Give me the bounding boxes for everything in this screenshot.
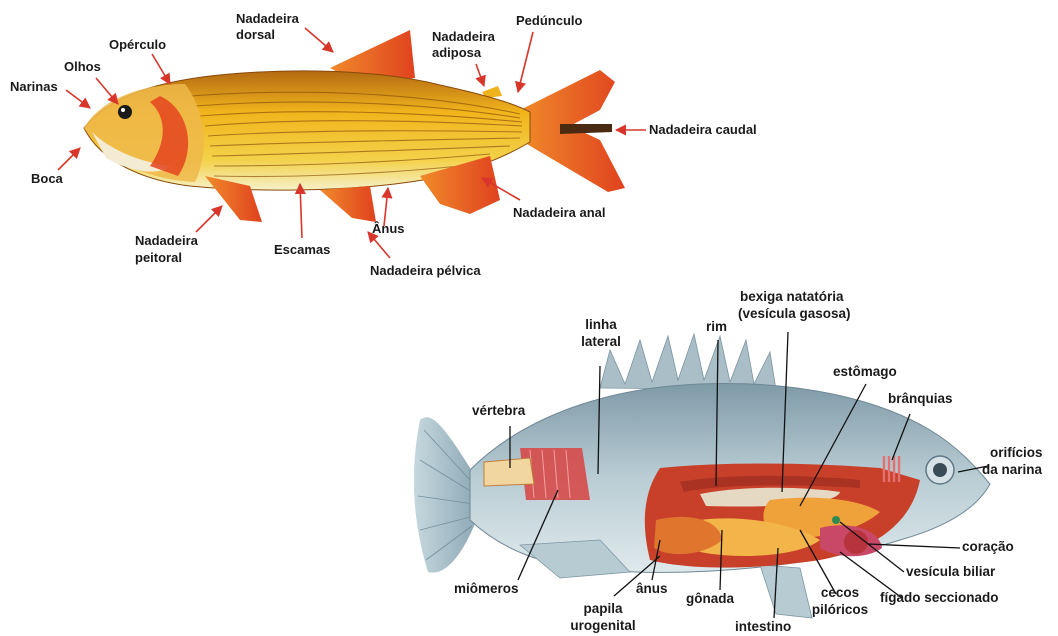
label-lateral-line-2: lateral (574, 335, 628, 350)
eye (118, 105, 132, 119)
label-peduncle: Pedúnculo (516, 14, 582, 28)
label-dorsal-fin-1: Nadadeira (236, 12, 299, 26)
label-pectoral-fin-1: Nadadeira (135, 234, 198, 248)
label-urogenital-1: papila (560, 602, 646, 617)
label-lateral-line-1: linha (574, 318, 628, 333)
label-pyloric-caeca-1: cecos (808, 586, 872, 601)
label-escamas: Escamas (274, 243, 330, 257)
label-anus: Ânus (372, 222, 405, 236)
label-operculo: Opérculo (109, 38, 166, 52)
label-vertebra: vértebra (472, 404, 525, 419)
external-fish (58, 28, 646, 258)
label-anus-internal: ânus (636, 582, 668, 597)
label-urogenital-2: urogenital (560, 619, 646, 634)
internal-fish (414, 332, 990, 618)
label-nostril-1: orifícios (990, 446, 1043, 461)
anal-fin-2 (760, 565, 812, 618)
label-boca: Boca (31, 172, 63, 186)
label-caudal-fin: Nadadeira caudal (649, 123, 757, 137)
label-heart: coração (962, 540, 1014, 555)
label-adipose-fin-2: adiposa (432, 46, 481, 60)
label-olhos: Olhos (64, 60, 101, 74)
label-adipose-fin-1: Nadadeira (432, 30, 495, 44)
label-gills: brânquias (888, 392, 953, 407)
label-narinas: Narinas (10, 80, 58, 94)
label-pectoral-fin-2: peitoral (135, 251, 182, 265)
gallbladder (832, 516, 840, 524)
label-dorsal-fin-2: dorsal (236, 28, 275, 42)
heart (844, 530, 868, 554)
vertebra (484, 458, 534, 486)
label-swim-bladder-1: bexiga natatória (740, 290, 844, 305)
label-gallbladder: vesícula biliar (906, 565, 995, 580)
label-myomeres: miômeros (454, 582, 519, 597)
pelvic-fin (320, 186, 376, 222)
label-swim-bladder-2: (vesícula gasosa) (738, 307, 851, 322)
label-intestine: intestino (735, 620, 791, 635)
label-pelvic-fin: Nadadeira pélvica (370, 264, 481, 278)
label-liver: fígado seccionado (880, 591, 999, 606)
label-anal-fin: Nadadeira anal (513, 206, 606, 220)
label-pyloric-caeca-2: pilóricos (808, 603, 872, 618)
label-nostril-2: da narina (982, 463, 1042, 478)
label-kidney: rim (706, 320, 727, 335)
label-stomach: estômago (833, 365, 897, 380)
label-gonad: gônada (686, 592, 734, 607)
